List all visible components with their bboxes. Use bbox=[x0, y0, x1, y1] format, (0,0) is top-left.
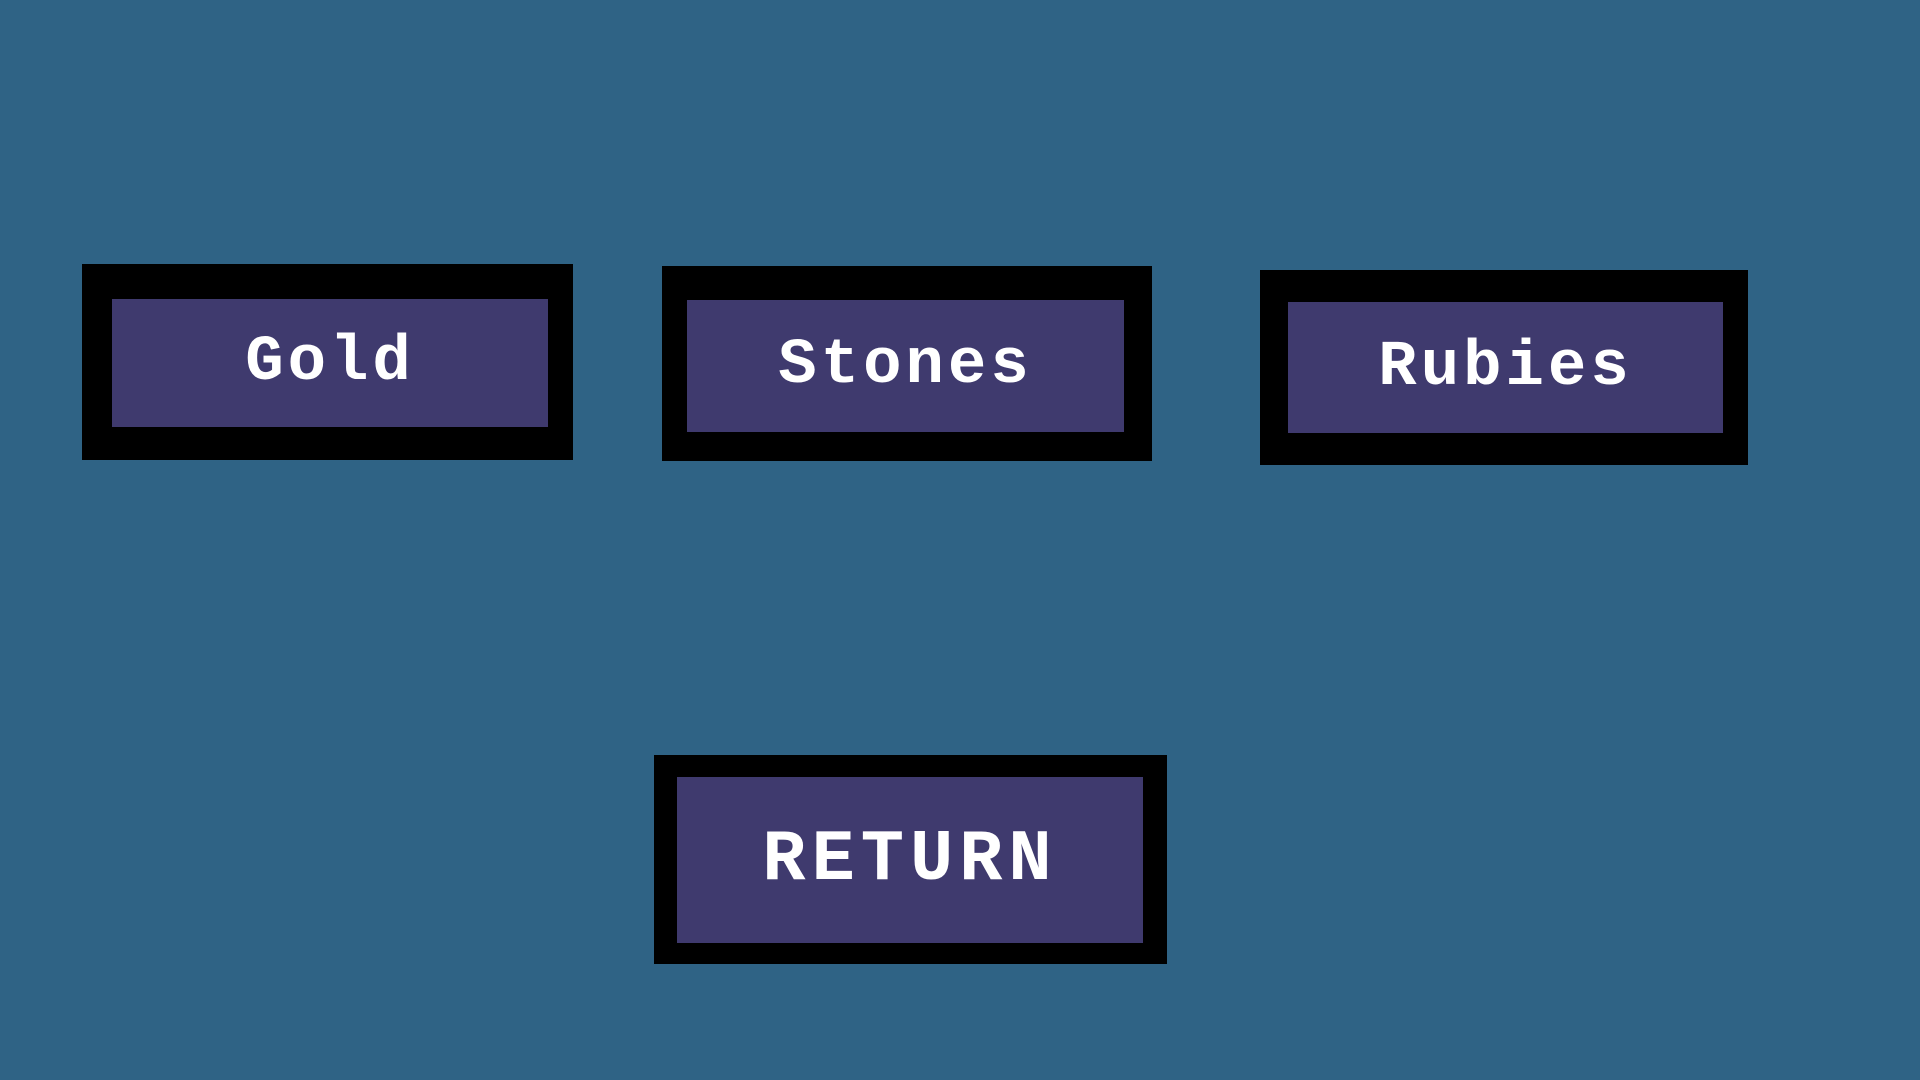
return-button-label: RETURN bbox=[762, 819, 1058, 901]
stones-button-label: Stones bbox=[778, 330, 1033, 402]
gold-button[interactable]: Gold bbox=[82, 264, 573, 460]
gold-button-label: Gold bbox=[245, 327, 415, 399]
rubies-button-label: Rubies bbox=[1378, 331, 1633, 404]
return-button[interactable]: RETURN bbox=[654, 755, 1167, 964]
rubies-button[interactable]: Rubies bbox=[1260, 270, 1748, 465]
stones-button[interactable]: Stones bbox=[662, 266, 1152, 461]
